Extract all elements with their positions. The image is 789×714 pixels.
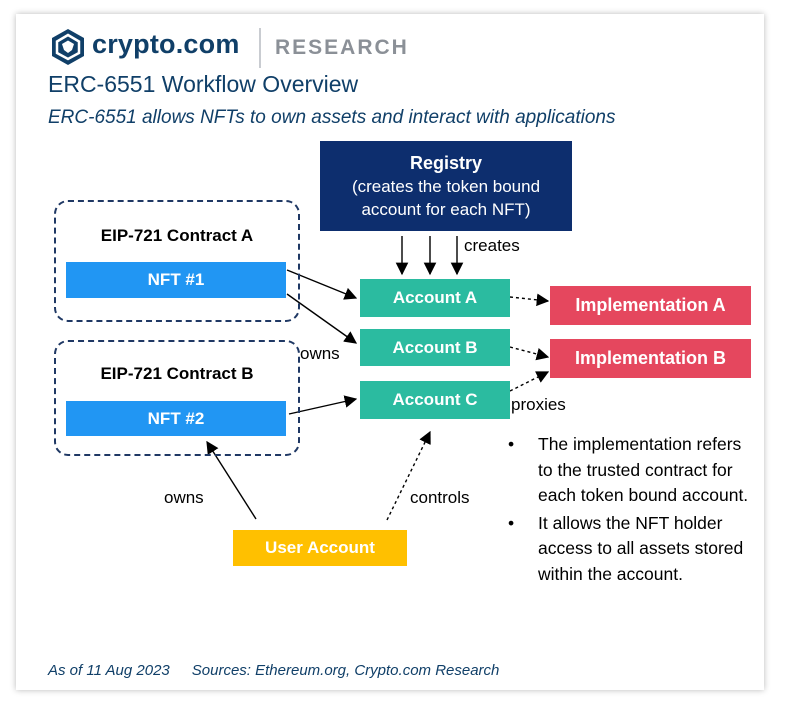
edge-label-controls: controls (410, 488, 470, 507)
header-divider (259, 28, 261, 68)
edge-label-proxies: proxies (511, 395, 566, 414)
registry-desc-line2: account for each NFT) (361, 199, 531, 219)
crypto-com-logo-icon (52, 29, 84, 65)
page-subtitle: ERC-6551 allows NFTs to own assets and i… (48, 107, 616, 128)
contract-a-label: EIP-721 Contract A (100, 226, 254, 245)
arrow-nft2-account-c (288, 395, 358, 415)
notes-list: The implementation refers to the trusted… (506, 432, 756, 589)
contract-a-container (54, 200, 300, 322)
note-item: It allows the NFT holder access to all a… (506, 511, 756, 588)
nft-1-box: NFT #1 (66, 262, 286, 298)
implementation-a-box: Implementation A (550, 286, 751, 325)
brand-name: crypto.com (92, 29, 240, 59)
page-title: ERC-6551 Workflow Overview (48, 71, 359, 97)
implementation-b-box: Implementation B (550, 339, 751, 378)
registry-title: Registry (409, 152, 483, 173)
contract-b-container (54, 340, 300, 456)
account-b-box: Account B (360, 329, 510, 366)
footer-sources: Sources: Ethereum.org, Crypto.com Resear… (191, 662, 500, 679)
arrow-account-a-impl-a (509, 293, 550, 307)
registry-desc-line1: (creates the token bound (351, 176, 541, 196)
registry-box: Registry (creates the token bound accoun… (320, 141, 572, 231)
nft-2-box: NFT #2 (66, 401, 286, 436)
note-item: The implementation refers to the trusted… (506, 432, 756, 509)
arrow-account-b-impl-b (509, 346, 550, 361)
arrow-account-c-impl-b (509, 371, 550, 392)
edge-label-owns-user: owns (164, 488, 204, 507)
account-c-box: Account C (360, 381, 510, 419)
edge-label-creates: creates (464, 236, 520, 255)
user-account-box: User Account (233, 530, 407, 566)
account-a-box: Account A (360, 279, 510, 317)
contract-b-label: EIP-721 Contract B (100, 364, 254, 383)
section-label: RESEARCH (275, 36, 409, 59)
footer: As of 11 Aug 2023 Sources: Ethereum.org, … (48, 662, 521, 679)
footer-date: As of 11 Aug 2023 (48, 662, 170, 679)
arrow-user-account-c (386, 430, 431, 521)
edge-label-owns-accounts: owns (300, 344, 340, 363)
